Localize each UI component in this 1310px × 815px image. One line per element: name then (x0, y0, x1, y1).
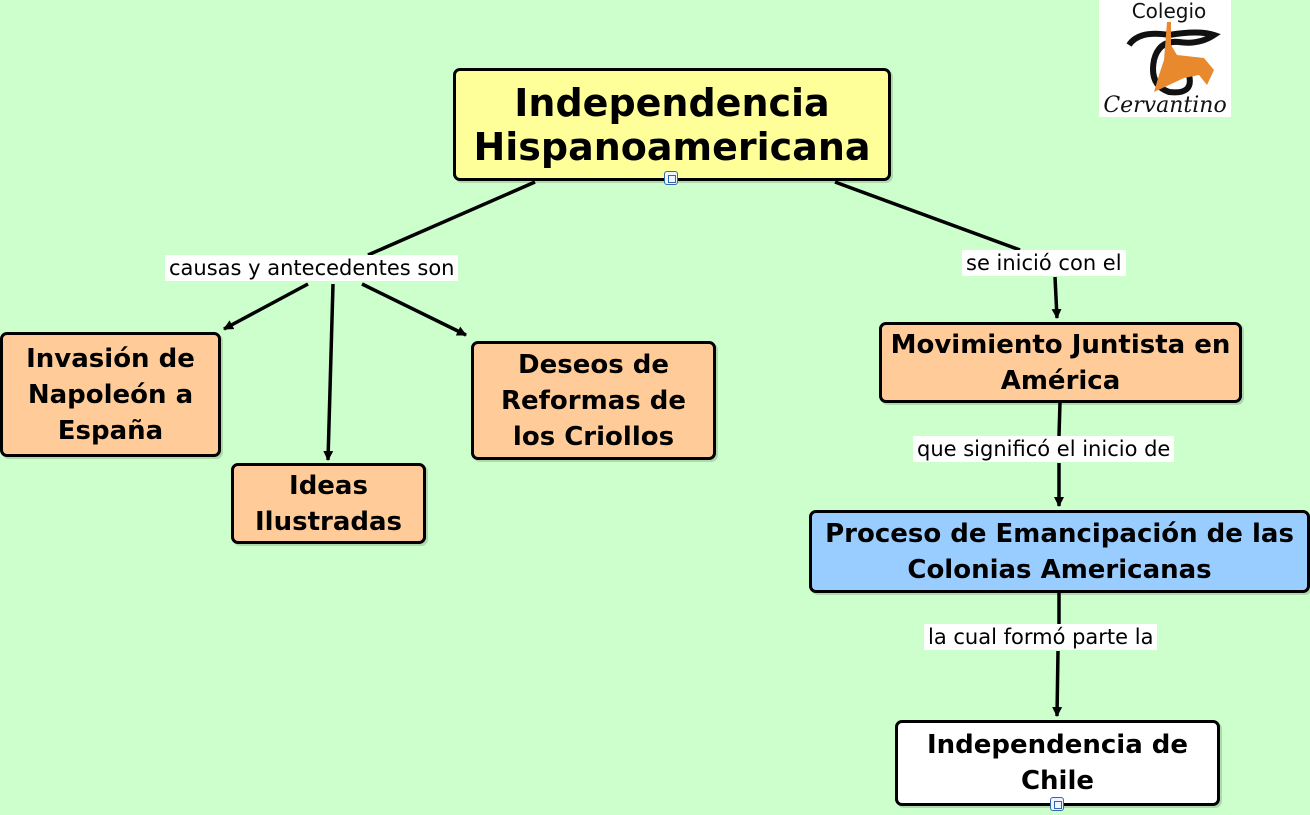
concept-ideas-ilustradas[interactable]: Ideas Ilustradas (231, 463, 426, 544)
link-causas: causas y antecedentes son (165, 255, 459, 281)
link-formo: la cual formó parte la (924, 624, 1158, 650)
colegio-cervantino-logo: Colegio Cervantino (1099, 0, 1231, 118)
nested-map-icon[interactable] (664, 171, 678, 185)
concept-deseos-reformas[interactable]: Deseos de Reformas de los Criollos (471, 341, 716, 460)
concept-proceso-emancipacion[interactable]: Proceso de Emancipación de las Colonias … (809, 510, 1310, 593)
concept-invasion-napoleon[interactable]: Invasión de Napoleón a España (0, 332, 221, 457)
concept-movimiento-juntista[interactable]: Movimiento Juntista en América (879, 322, 1242, 403)
concept-label: Invasión de Napoleón a España (26, 343, 195, 446)
concept-label: Deseos de Reformas de los Criollos (500, 349, 687, 452)
link-inicio: se inició con el (962, 250, 1126, 276)
svg-text:Cervantino: Cervantino (1103, 93, 1226, 117)
nested-map-icon[interactable] (1050, 797, 1064, 811)
concept-independencia-chile[interactable]: Independencia de Chile (895, 720, 1220, 806)
svg-text:Colegio: Colegio (1132, 0, 1207, 23)
link-significo: que significó el inicio de (913, 436, 1175, 462)
concept-independencia-hispanoamericana[interactable]: Independencia Hispanoamericana (453, 68, 891, 181)
concept-label: Independencia de Chile (926, 730, 1189, 796)
concept-label: Ideas Ilustradas (255, 470, 402, 537)
concept-label: Movimiento Juntista en América (890, 329, 1231, 396)
concept-label: Independencia Hispanoamericana (473, 80, 871, 169)
concept-label: Proceso de Emancipación de las Colonias … (825, 518, 1294, 585)
